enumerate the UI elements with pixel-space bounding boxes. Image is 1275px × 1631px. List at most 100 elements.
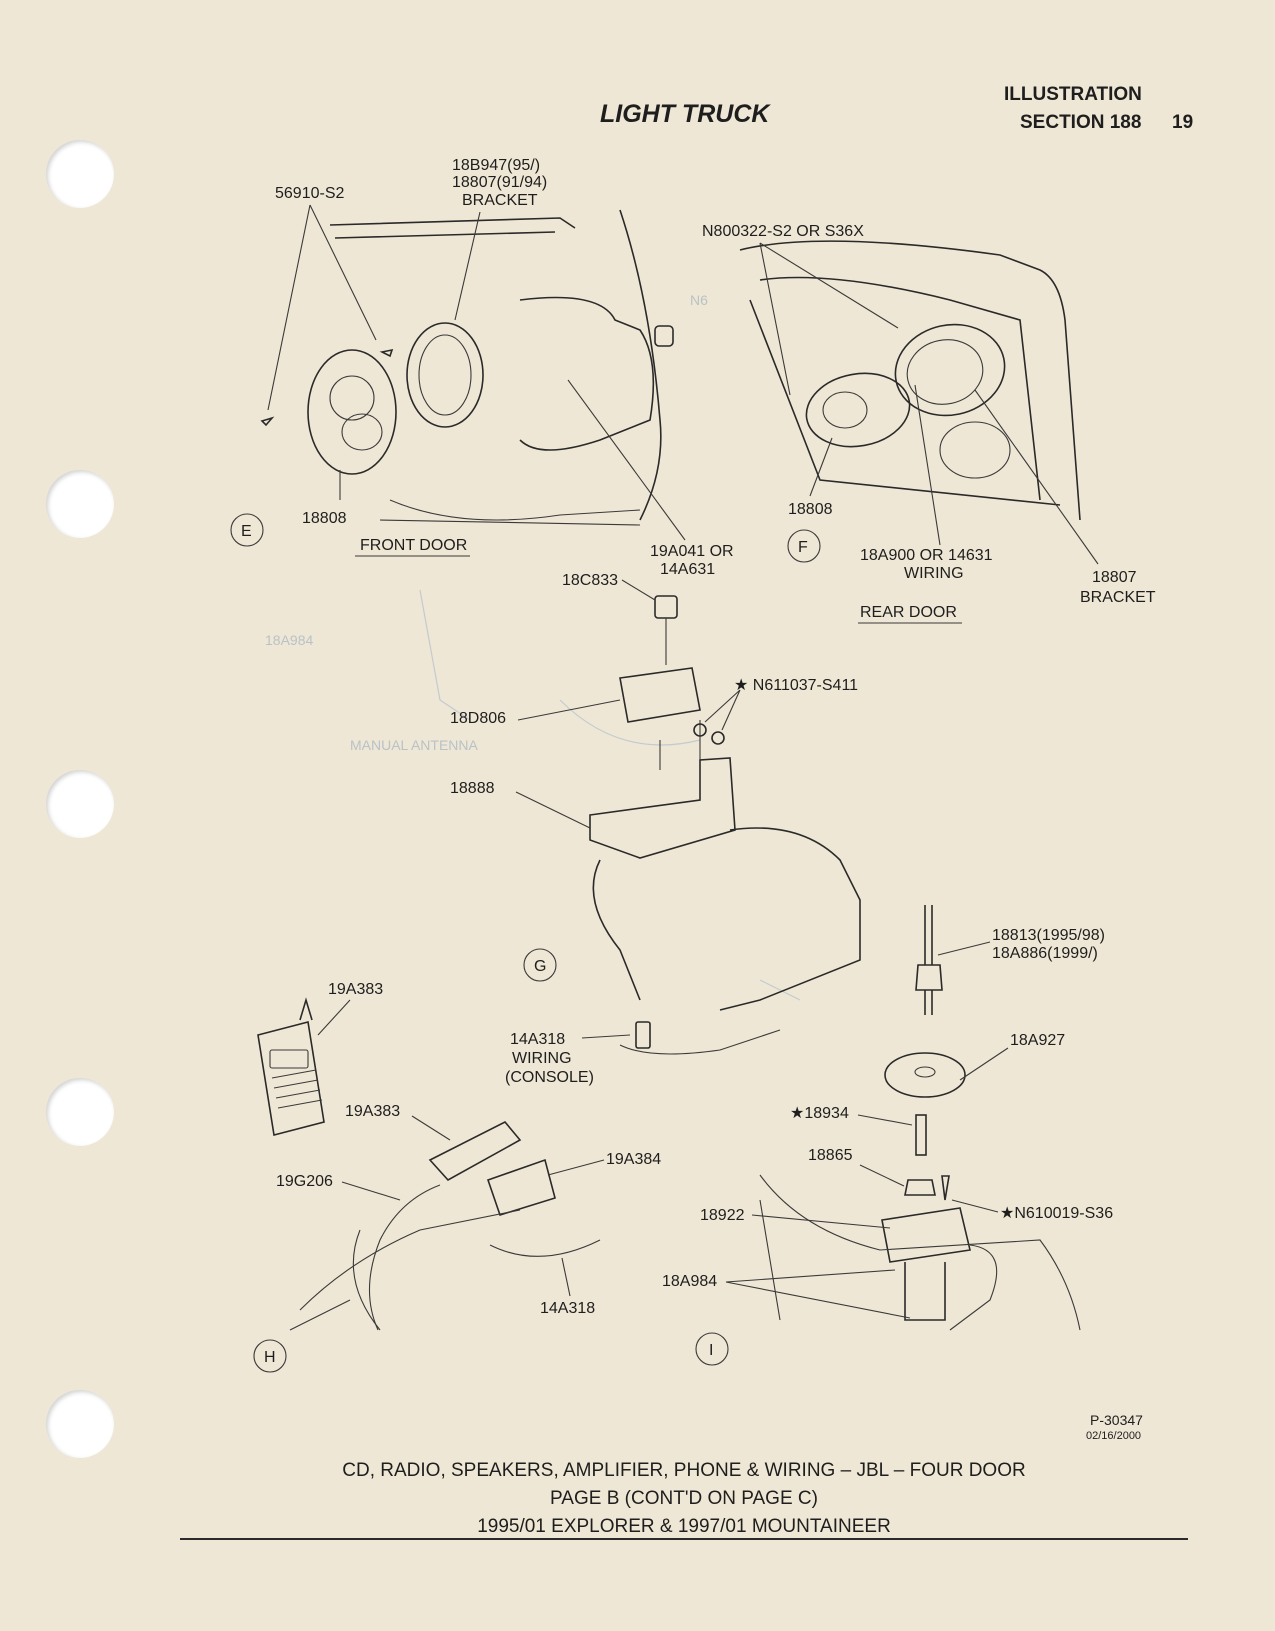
- bleed-text-manual-antenna: MANUAL ANTENNA: [350, 737, 479, 753]
- label-19a384: 19A384: [606, 1151, 661, 1168]
- bleed-text-n6: N6: [690, 292, 708, 308]
- label-18b947: 18B947(95/): [452, 157, 540, 174]
- front-bracket-ring: [406, 322, 484, 428]
- label-18808-front: 18808: [302, 510, 347, 527]
- console-wiring: [619, 1029, 781, 1055]
- leader-18813: [937, 941, 991, 956]
- bleed-text-a984: 18A984: [265, 632, 313, 648]
- page-number: 19: [1172, 112, 1194, 133]
- part-18888-shape: [589, 757, 736, 859]
- label-19a041: 19A041 OR: [650, 543, 734, 560]
- label-19g206: 19G206: [276, 1173, 333, 1190]
- leader-18a900: [914, 384, 941, 546]
- view-h-phone: 19A383 19A383 19A384 19G206 14A318 H: [253, 981, 661, 1373]
- view-e-marker: [230, 513, 264, 547]
- part-18922-18a984-shape: [881, 1207, 971, 1321]
- binder-hole: [46, 1078, 114, 1146]
- phone-antenna: [299, 997, 313, 1021]
- part-14a318-low-cable: [489, 1239, 601, 1257]
- leader-19a383-top: [317, 999, 351, 1036]
- label-n611037: ★ N611037-S411: [734, 677, 858, 694]
- leader-18807-rear: [974, 389, 1099, 565]
- label-14a318-console: (CONSOLE): [505, 1069, 594, 1086]
- leader-19a384: [547, 1159, 605, 1176]
- caption-line-1: CD, RADIO, SPEAKERS, AMPLIFIER, PHONE & …: [342, 1460, 1026, 1481]
- phone-keypad: [271, 1069, 323, 1109]
- view-i-letter: I: [709, 1342, 713, 1359]
- front-screws: [260, 348, 394, 427]
- part-19a383-cradle-handset: [428, 1120, 522, 1182]
- label-19a383-top: 19A383: [328, 981, 383, 998]
- leader-18865: [859, 1164, 905, 1187]
- leader-14a318-console: [581, 1034, 631, 1039]
- view-i-marker: [695, 1332, 729, 1366]
- view-e-letter: E: [241, 523, 252, 540]
- binder-hole: [46, 770, 114, 838]
- leader-18c833: [621, 579, 656, 601]
- leader-18888: [515, 791, 591, 829]
- illustration-label: ILLUSTRATION: [1004, 84, 1142, 105]
- leader-n611037: [704, 689, 741, 731]
- front-speaker-grille: [307, 349, 397, 475]
- part-18934-shape: [915, 1114, 927, 1156]
- label-18807: 18807(91/94): [452, 174, 547, 191]
- label-wiring-rear: WIRING: [904, 565, 964, 582]
- label-18a900: 18A900 OR 14631: [860, 547, 993, 564]
- view-e-front-door: 56910-S2 18B947(95/) 18807(91/94) BRACKE…: [230, 157, 734, 578]
- label-front-door: FRONT DOOR: [360, 537, 467, 554]
- label-bracket-rear: BRACKET: [1080, 589, 1156, 606]
- part-18813-shape: [915, 905, 943, 1015]
- leader-n800322: [759, 242, 899, 396]
- leader-18808-rear: [809, 437, 833, 497]
- figure-date: 02/16/2000: [1086, 1430, 1142, 1442]
- console-body: [592, 827, 861, 1011]
- label-14a631: 14A631: [660, 561, 715, 578]
- binder-hole: [46, 470, 114, 538]
- rear-speaker-woofer: [822, 391, 868, 429]
- label-18922: 18922: [700, 1207, 745, 1224]
- part-18d806-shape: [619, 667, 701, 723]
- view-f-marker: [787, 529, 821, 563]
- antenna-cable: [949, 1244, 998, 1331]
- binder-hole: [46, 1390, 114, 1458]
- caption-line-3: 1995/01 EXPLORER & 1997/01 MOUNTAINEER: [477, 1516, 891, 1537]
- leader-18a984: [725, 1269, 911, 1319]
- leader-19a041: [567, 379, 686, 541]
- antenna-parts: 18813(1995/98) 18A886(1999/) 18A927 ★189…: [662, 905, 1113, 1366]
- label-n800322: N800322-S2 OR S36X: [702, 223, 864, 240]
- label-18a886: 18A886(1999/): [992, 945, 1098, 962]
- leader-18922: [751, 1214, 891, 1229]
- door-plug: [654, 325, 674, 347]
- front-bracket-inner: [418, 334, 472, 416]
- leader-18934: [857, 1114, 913, 1126]
- label-18888: 18888: [450, 780, 495, 797]
- label-14a318-wiring: 14A318: [510, 1031, 565, 1048]
- footer-rule: [180, 1538, 1188, 1540]
- label-18c833: 18C833: [562, 572, 618, 589]
- caption-line-2: PAGE B (CONT'D ON PAGE C): [550, 1488, 818, 1509]
- view-g-letter: G: [534, 958, 546, 975]
- phone-display: [269, 1049, 309, 1069]
- part-19a384-shape: [486, 1158, 556, 1216]
- vehicle-floor: [289, 1209, 521, 1331]
- console-connector: [635, 1021, 651, 1049]
- leader-bracket: [454, 211, 481, 321]
- screw-n611037-b: [711, 731, 725, 745]
- label-18934: ★18934: [790, 1105, 849, 1122]
- rear-door-frame: [739, 240, 1081, 521]
- door-trim: [329, 217, 576, 239]
- label-19a383-mid: 19A383: [345, 1103, 400, 1120]
- label-18807-rear: 18807: [1092, 569, 1137, 586]
- label-14a318-wiring-word: WIRING: [512, 1050, 572, 1067]
- rear-bracket-inner: [906, 339, 984, 405]
- view-h-letter: H: [264, 1349, 276, 1366]
- label-rear-door: REAR DOOR: [860, 604, 957, 621]
- label-18808-rear: 18808: [788, 501, 833, 518]
- part-18a927-shape: [884, 1052, 966, 1098]
- part-18a927-hole: [914, 1066, 936, 1078]
- view-f-rear-door: N800322-S2 OR S36X 18808 F 18A900 OR 146…: [702, 223, 1156, 624]
- phone-cord: [368, 1184, 441, 1331]
- figure-reference: P-30347: [1090, 1412, 1143, 1428]
- label-18a927: 18A927: [1010, 1032, 1065, 1049]
